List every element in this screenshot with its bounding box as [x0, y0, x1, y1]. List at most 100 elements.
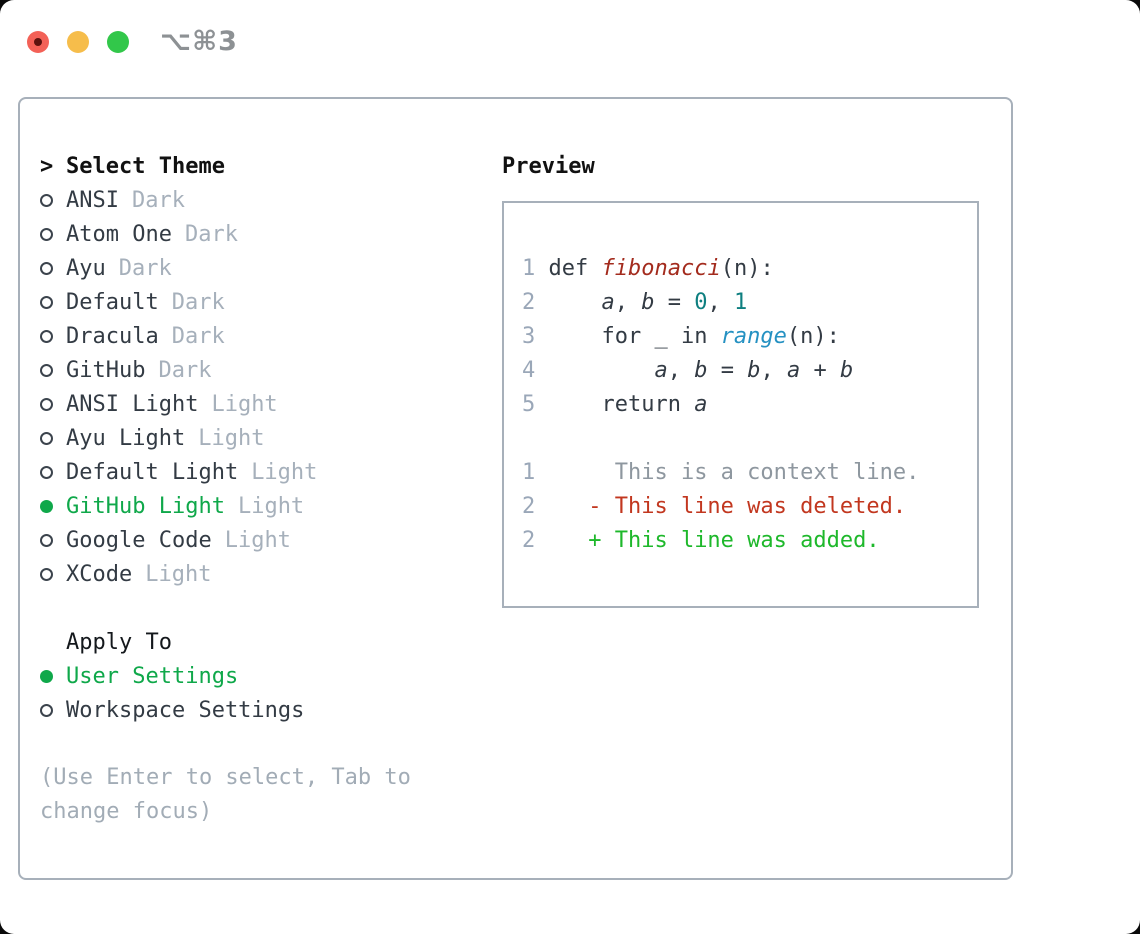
code-token-var: a [654, 358, 668, 383]
code-token-code: + [800, 358, 840, 383]
preview-pane: Preview 1 def fibonacci(n):2 a, b = 0, 1… [502, 149, 1011, 878]
apply-to-option[interactable]: Workspace Settings [40, 693, 502, 727]
item-variant-tag: Light [145, 561, 212, 587]
item-label: Default Light [66, 459, 239, 485]
code-token-num: 3 [522, 324, 536, 349]
code-token-var: a [694, 392, 708, 417]
radio-selected-icon[interactable] [40, 669, 53, 683]
titlebar: ⌥⌘3 [27, 26, 238, 57]
item-variant-tag: Dark [171, 323, 225, 349]
item-label: Default [66, 289, 159, 315]
item-label: Atom One [66, 221, 172, 247]
code-token-code: (n): [786, 324, 840, 349]
traffic-lights [27, 30, 129, 53]
keyboard-hint: (Use Enter to select, Tab to change focu… [40, 765, 411, 824]
code-line: 4 a, b = b, a + b [522, 354, 977, 388]
item-label: Ayu [66, 255, 106, 281]
radio-unselected-icon[interactable] [40, 363, 53, 377]
window-title: ⌥⌘3 [160, 26, 238, 57]
minimize-button-icon[interactable] [67, 30, 89, 53]
code-token-num-lit: 0 [694, 290, 708, 315]
item-variant-tag: Dark [171, 289, 225, 315]
item-label: ANSI [66, 187, 119, 213]
code-token-var: a [786, 358, 801, 383]
theme-item[interactable]: Default Light Light [40, 455, 502, 489]
radio-unselected-icon[interactable] [40, 465, 53, 479]
code-token-var: b [839, 358, 854, 383]
item-variant-tag: Dark [158, 357, 212, 383]
code-token-code: return [535, 392, 695, 417]
code-token-num: 2 [522, 528, 536, 553]
item-variant-tag: Light [198, 425, 265, 451]
code-token-var: b [747, 358, 761, 383]
item-variant-tag: Dark [118, 255, 172, 281]
radio-unselected-icon[interactable] [40, 533, 53, 547]
code-token-code: , [760, 358, 787, 383]
apply-to-label: Apply To [66, 629, 172, 655]
code-token-num: 1 [522, 256, 536, 281]
code-line: 1 This is a context line. [522, 456, 977, 490]
item-label: Ayu Light [66, 425, 186, 451]
code-token-del: - This line was deleted. [535, 494, 907, 519]
item-label: GitHub [66, 357, 146, 383]
apply-to-header: Apply To [40, 625, 502, 659]
radio-unselected-icon[interactable] [40, 703, 53, 717]
apply-to-option[interactable]: User Settings [40, 659, 502, 693]
code-token-num: 2 [522, 494, 536, 519]
item-variant-tag: Light [224, 527, 291, 553]
item-variant-tag: Light [211, 391, 278, 417]
radio-unselected-icon[interactable] [40, 329, 53, 343]
radio-unselected-icon[interactable] [40, 227, 53, 241]
radio-unselected-icon[interactable] [40, 431, 53, 445]
code-token-var: b [694, 358, 708, 383]
theme-item[interactable]: GitHub Dark [40, 353, 502, 387]
code-token-add: + This line was added. [535, 528, 880, 553]
item-label: GitHub Light [66, 493, 225, 519]
radio-unselected-icon[interactable] [40, 397, 53, 411]
code-line: 3 for _ in range(n): [522, 320, 977, 354]
select-theme-label: Select Theme [66, 153, 225, 179]
code-line: 2 a, b = 0, 1 [522, 286, 977, 320]
code-token-code: , [707, 290, 734, 315]
radio-unselected-icon[interactable] [40, 261, 53, 275]
code-token-code: def [535, 256, 602, 281]
theme-item[interactable]: Ayu Light Light [40, 421, 502, 455]
code-line: 2 - This line was deleted. [522, 490, 977, 524]
code-token-ctx: This is a context line. [535, 460, 920, 485]
close-button-icon[interactable] [27, 30, 49, 53]
code-line [522, 422, 977, 456]
theme-item[interactable]: Default Dark [40, 285, 502, 319]
radio-unselected-icon[interactable] [40, 295, 53, 309]
prompt-caret-icon: > [40, 153, 54, 179]
code-token-code: = [654, 290, 695, 315]
theme-item[interactable]: Ayu Dark [40, 251, 502, 285]
radio-unselected-icon[interactable] [40, 193, 53, 207]
item-label: ANSI Light [66, 391, 199, 417]
theme-item[interactable]: ANSI Dark [40, 183, 502, 217]
zoom-button-icon[interactable] [107, 30, 129, 53]
code-token-code: for _ in [535, 324, 721, 349]
code-token-fn-blue: range [720, 324, 787, 349]
code-token-fn-red: fibonacci [601, 256, 721, 281]
item-variant-tag: Light [251, 459, 318, 485]
code-token-code: (n): [720, 256, 774, 281]
radio-selected-icon[interactable] [40, 499, 53, 513]
theme-item[interactable]: ANSI Light Light [40, 387, 502, 421]
radio-unselected-icon[interactable] [40, 567, 53, 581]
item-variant-tag: Dark [131, 187, 185, 213]
select-theme-header: > Select Theme [40, 149, 502, 183]
code-line: 1 def fibonacci(n): [522, 252, 977, 286]
item-label: Workspace Settings [66, 697, 305, 723]
code-line: 5 return a [522, 388, 977, 422]
code-token-code [535, 290, 601, 315]
code-token-code [535, 358, 654, 383]
